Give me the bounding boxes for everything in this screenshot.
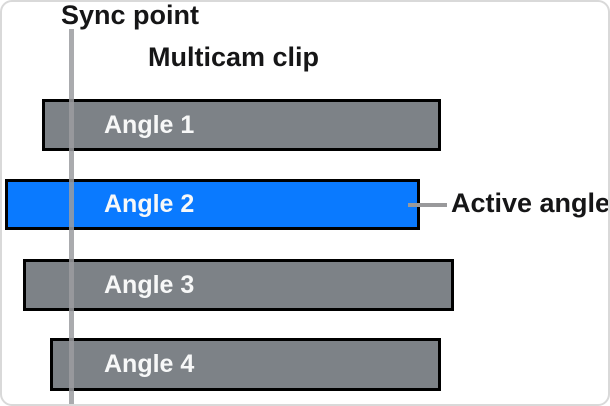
active-angle-label: Active angle: [451, 188, 610, 218]
angle-4-bar: Angle 4: [50, 338, 441, 391]
active-angle-connector-line: [408, 203, 447, 207]
multicam-clip-label: Multicam clip: [148, 42, 320, 72]
sync-point-label: Sync point: [61, 0, 200, 30]
angle-2-bar-active: Angle 2: [5, 179, 420, 230]
angle-4-label: Angle 4: [104, 350, 195, 378]
sync-point-line: [69, 29, 74, 404]
angle-1-label: Angle 1: [104, 110, 195, 139]
angle-3-bar: Angle 3: [23, 259, 454, 311]
angle-2-label: Angle 2: [104, 190, 195, 218]
angle-1-bar: Angle 1: [42, 99, 441, 151]
angle-3-label: Angle 3: [104, 270, 195, 299]
